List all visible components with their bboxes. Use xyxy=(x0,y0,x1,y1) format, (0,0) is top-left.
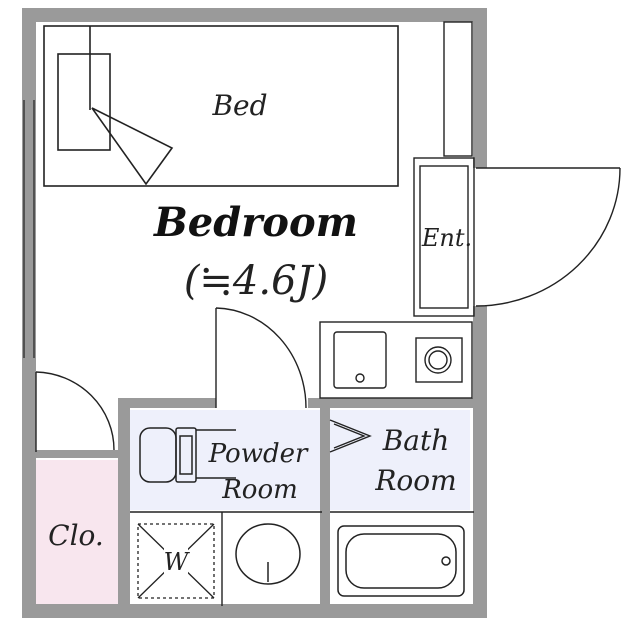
bedroom-name: Bedroom xyxy=(153,199,358,246)
closet-door xyxy=(35,371,115,452)
bathtub-drain xyxy=(441,556,451,566)
bath-room-label-2: Room xyxy=(374,464,456,497)
sink-drain xyxy=(355,373,365,383)
entrance-door xyxy=(475,167,621,307)
bath-room-label-1: Bath xyxy=(382,424,450,457)
powder-room-label-2: Room xyxy=(221,475,298,505)
inner-walls xyxy=(34,398,476,610)
kitchen-sink xyxy=(333,331,387,389)
toilet xyxy=(139,427,236,483)
bedroom-size: (≒4.6J) xyxy=(184,258,328,304)
washer-label: W xyxy=(164,548,191,576)
powder-room-floor xyxy=(128,410,322,510)
closet-floor xyxy=(34,460,118,608)
stove-burner-inner xyxy=(428,350,448,370)
bed-label: Bed xyxy=(211,89,267,122)
corridor-door xyxy=(215,307,307,409)
bed xyxy=(43,25,399,187)
powder-lower-divider xyxy=(130,511,474,606)
bathtub xyxy=(337,525,465,597)
powder-room-label-1: Powder xyxy=(208,439,309,469)
closet-label: Clo. xyxy=(48,519,104,552)
entrance xyxy=(413,157,475,317)
stove-burner-outer xyxy=(424,346,452,374)
bath-room-floor xyxy=(330,410,470,510)
entrance-label: Ent. xyxy=(421,224,472,252)
bed-cover-fold xyxy=(91,107,174,186)
bath-door xyxy=(329,419,372,453)
washer-label-bg xyxy=(164,546,188,574)
wash-basin xyxy=(235,523,301,585)
stove xyxy=(415,337,463,383)
kitchen-counter xyxy=(319,321,473,399)
bed-pillow xyxy=(57,53,111,151)
outer-walls xyxy=(22,8,487,618)
wall-column xyxy=(443,21,473,157)
left-window xyxy=(23,100,35,358)
